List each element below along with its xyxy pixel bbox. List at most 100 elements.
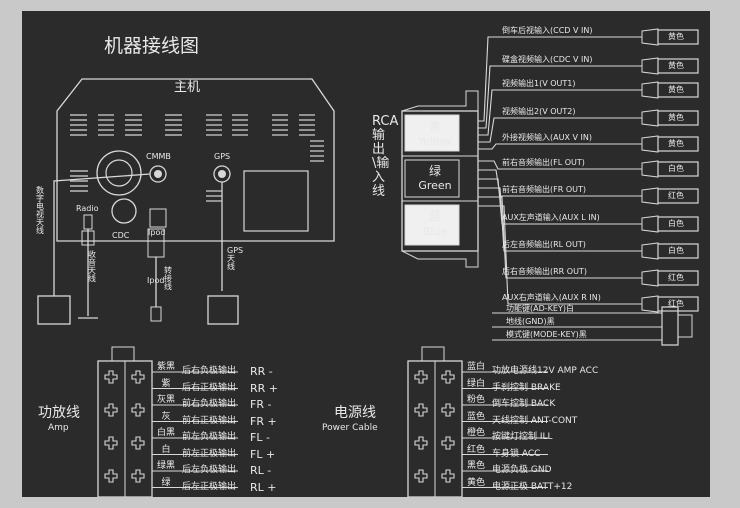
rca-plug-color: 黄色 [668,113,684,122]
rca-line-label: 后右音频输出(RR OUT) [502,267,587,276]
power-connector-pin [441,403,455,417]
amp-wire-color: 白 [161,444,171,455]
rca-plug [657,110,699,126]
host-unit-title: 主机 [174,80,201,95]
amp-connector-pin [131,436,145,450]
gps-antenna-box [207,295,239,325]
diagram-title: 机器接线图 [104,35,200,57]
rca-plug [657,29,699,45]
amp-connector-pin [104,370,118,384]
rca-plug-color: 红色 [668,273,684,282]
rca-yellow-en: Yellow [418,135,452,148]
power-wire-label: 车身锁 ACC [492,448,541,459]
rca-plug-color: 黄色 [668,139,684,148]
rca-wire [478,178,642,225]
rca-yellow-zh: 黄 [428,120,441,134]
power-connector-pin [441,436,455,450]
amp-wire-code: FR + [250,414,277,428]
ipod-port-label: Ipod [148,228,166,237]
rca-green-zh: 绿 [428,164,441,178]
power-connector-pin [441,469,455,483]
amp-connector-pin [131,370,145,384]
amp-label: 功放线 [38,405,80,421]
rca-plug-sleeve [641,269,659,287]
rca-wire [478,89,642,136]
ipod-plug [150,306,162,322]
rca-plug-sleeve [641,242,659,260]
rca-plug-sleeve [641,57,659,75]
rca-wire [478,143,642,150]
power-wire-label: 电源正极 BATT+12 [492,481,573,492]
amp-wire-color: 灰 [161,411,171,422]
amp-connector-pin [131,469,145,483]
rca-line-label: 碟盒视频输入(CDC V IN) [502,55,593,64]
wiring-diagram-board: 机器接线图 主机 CMMB GPS Radio CDC Ipod 数字电视天线 … [22,11,710,497]
rca-plug [657,270,699,286]
rca-wire [478,117,642,143]
radio-port-label: Radio [76,204,99,213]
rca-title: RCA输出\输入线 [372,114,399,199]
cdc-port [111,198,137,224]
power-wire-color: 黑色 [466,461,485,471]
rca-top-clip [401,90,479,112]
rca-plug-color: 白色 [668,219,684,228]
rca-green-en: Green [418,179,452,192]
amp-connector-pin [104,469,118,483]
amp-wire-color: 绿黑 [156,461,175,471]
amp-wire-label: 前右正极输出 [182,415,237,426]
amp-wire-code: RR - [250,365,273,378]
rca-plug-color: 白色 [668,164,684,173]
rca-line-label: AUX右声道输入(AUX R IN) [502,293,601,302]
rca-plug-sleeve [641,160,659,178]
rca-plug [657,243,699,259]
radio-antenna-label: 收音天线 [88,250,96,283]
rca-plug-sleeve [641,109,659,127]
cdc-port-label: CDC [112,231,130,240]
gps-port-core [218,170,226,178]
cmmb-port-core [154,170,162,178]
power-wire-label: 倒车控制 BACK [492,399,556,409]
power-connector-pin [414,370,428,384]
amp-wire-color: 灰黑 [156,395,175,405]
rca-plug [657,161,699,177]
rca-blue-zh: 蓝 [428,209,441,223]
power-wire-color: 黄色 [466,477,485,488]
power-label-en: Power Cable [322,423,378,433]
ad-key-label: 功能键(AD-KEY)白 [506,304,574,313]
host-panel [243,170,309,232]
amp-wire-code: RR + [250,381,278,395]
gps-antenna-label: GPS天线 [227,246,244,271]
large-connector-ring [96,150,142,196]
power-wire-label: 电源负极 GND [492,465,552,475]
power-connector-pin [414,436,428,450]
power-connector-pin [414,403,428,417]
power-wire-color: 蓝白 [466,362,485,372]
rca-line-label: 倒车后视输入(CCD V IN) [502,26,593,35]
radio-port [83,214,93,230]
amp-connector-pin [131,403,145,417]
rca-line-label: 后左音频输出(RL OUT) [502,240,586,249]
power-wire-color: 蓝色 [466,411,485,422]
rca-line-label: AUX左声道输入(AUX L IN) [502,213,600,222]
tv-antenna-wire [53,173,151,279]
rca-plug-sleeve [641,295,659,313]
amp-wire-label: 后右正极输出 [182,382,237,393]
rca-plug [657,82,699,98]
rca-wire [478,160,642,170]
rca-blue-en: Blue [422,225,448,238]
ipod-cable-label: Ipod [147,276,165,285]
amp-connector-pin [104,403,118,417]
amp-wire-code: RL - [250,464,272,477]
key-connector-tip [677,314,693,338]
power-label: 电源线 [334,405,376,421]
amp-wire-label: 后左负极输出 [182,465,237,475]
tv-antenna-label: 数字电视天线 [36,186,44,235]
rca-plug-sleeve [641,135,659,153]
rca-plug-color: 黄色 [668,32,684,41]
amp-wire-code: FR - [250,398,272,411]
rca-wire [478,205,642,305]
rca-plug-sleeve [641,28,659,46]
rca-plug-color: 黄色 [668,61,684,70]
ipod-port [149,208,167,228]
rca-line-label: 视频输出2(V OUT2) [502,107,576,116]
